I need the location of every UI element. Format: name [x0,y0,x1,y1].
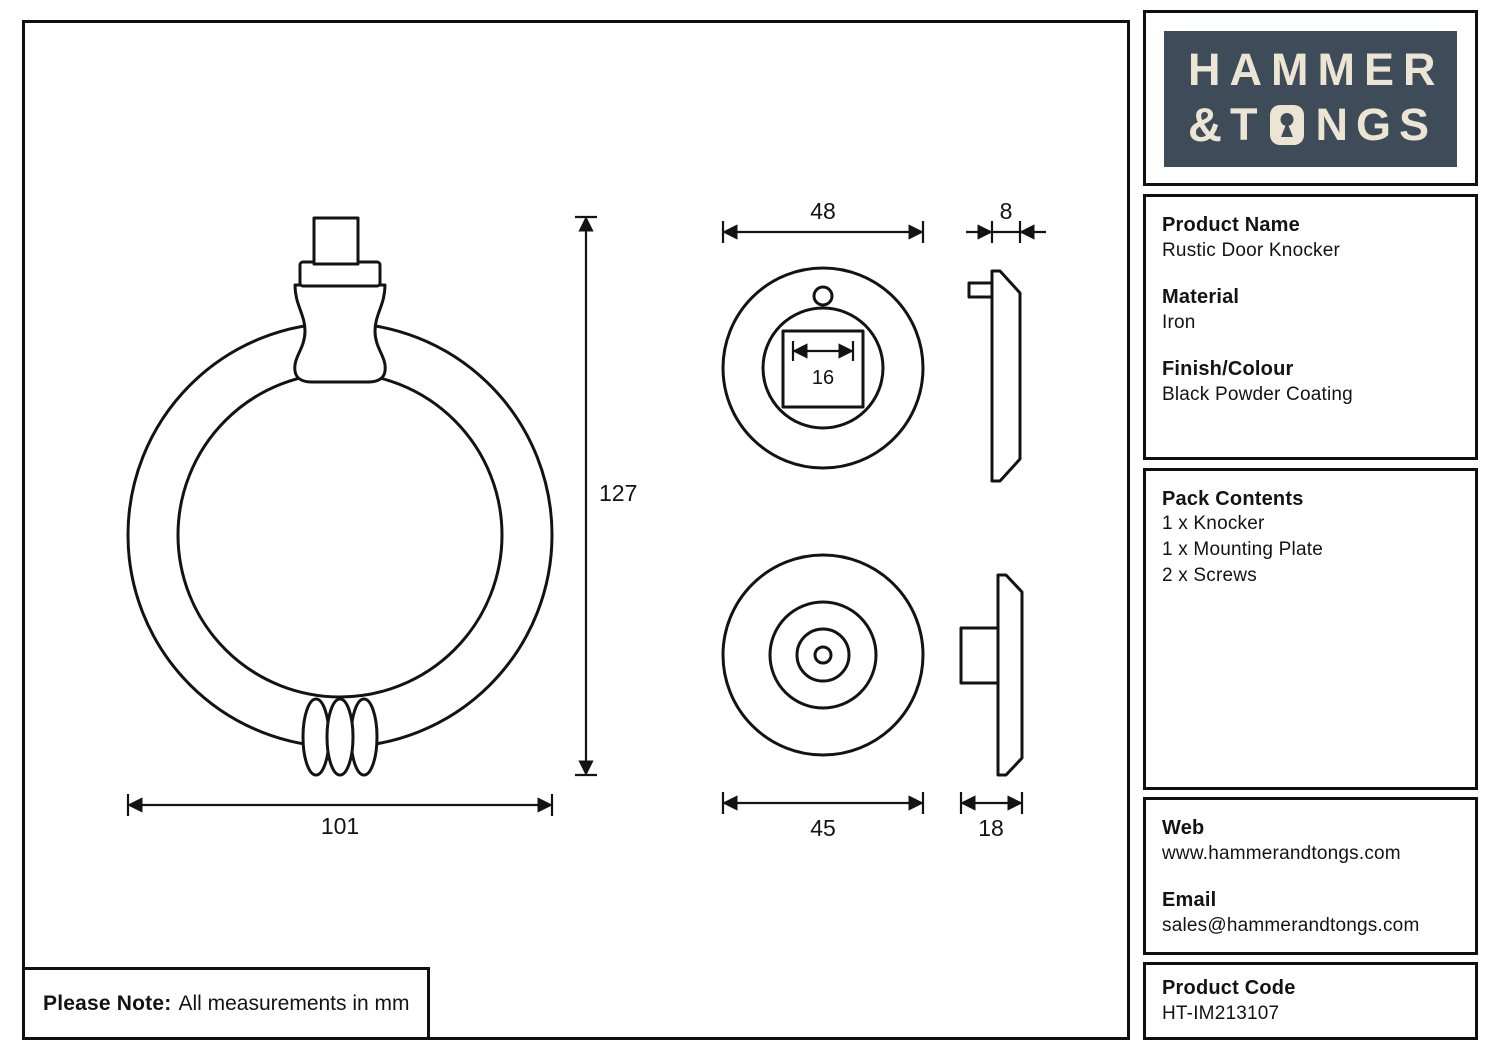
back-plate-front-view [721,553,925,757]
product-code-label: Product Code [1162,977,1296,999]
measurements-note: Please Note: All measurements in mm [22,967,430,1040]
dim-plate-diameter-label: 48 [810,198,836,224]
finish-value: Black Powder Coating [1162,384,1353,405]
logo-panel: HAMMER & T NGS [1143,10,1478,186]
knocker-width-dimension: 101 [126,794,554,839]
dim-knocker-height-label: 127 [599,480,637,506]
back-plate-diameter-dimension: 45 [721,792,925,841]
plate-diameter-dimension: 48 [721,198,925,243]
logo-letters-ngs: NGS [1315,98,1437,150]
back-plate-side-view [959,573,1024,777]
web-label: Web [1162,817,1205,839]
plate-depth-dimension: 8 [966,198,1046,243]
logo-ampersand: & [1188,98,1222,152]
material-value: Iron [1162,312,1196,333]
technical-drawing: 127 101 16 48 [126,198,1046,841]
dim-plate-depth-label: 8 [1000,198,1013,224]
finish-group: Finish/Colour Black Powder Coating [1162,358,1459,406]
pack-item: 1 x Knocker [1162,513,1265,534]
logo-word-hammer: HAMMER [1188,43,1445,95]
product-code-value: HT-IM213107 [1162,1003,1280,1024]
dim-back-plate-diameter-label: 45 [810,815,836,841]
note-label: Please Note: [43,991,172,1015]
email-value: sales@hammerandtongs.com [1162,915,1420,936]
knocker-front-view [126,216,554,777]
product-name-group: Product Name Rustic Door Knocker [1162,214,1459,262]
product-code-panel: Product Code HT-IM213107 [1143,962,1478,1040]
drawing-area [22,20,1130,1040]
knocker-height-dimension: 127 [575,215,637,777]
dim-knocker-width-label: 101 [321,813,359,839]
finish-label: Finish/Colour [1162,358,1294,380]
dim-back-plate-depth-label: 18 [978,815,1004,841]
email-group: Email sales@hammerandtongs.com [1162,889,1459,937]
material-label: Material [1162,286,1240,308]
back-plate-depth-dimension: 18 [959,792,1024,841]
web-group: Web www.hammerandtongs.com [1162,817,1459,865]
product-info-panel: Product Name Rustic Door Knocker Materia… [1143,194,1478,460]
material-group: Material Iron [1162,286,1459,334]
keyhole-icon [1269,104,1305,146]
pack-contents-title: Pack Contents [1162,488,1304,510]
logo-line-2: & T NGS [1188,97,1457,152]
product-name-label: Product Name [1162,214,1300,236]
mounting-plate-front-view: 16 [721,266,925,470]
web-value: www.hammerandtongs.com [1162,843,1401,864]
contact-panel: Web www.hammerandtongs.com Email sales@h… [1143,797,1478,955]
note-text: All measurements in mm [178,991,410,1015]
logo-letter-t: T [1229,98,1266,150]
dim-square-cutout-label: 16 [812,367,834,389]
product-name-value: Rustic Door Knocker [1162,240,1341,261]
email-label: Email [1162,889,1217,911]
pack-item: 1 x Mounting Plate [1162,539,1323,560]
pack-item: 2 x Screws [1162,565,1257,586]
mounting-plate-side-view [967,269,1022,483]
hammer-and-tongs-logo: HAMMER & T NGS [1164,31,1457,167]
pack-contents-panel: Pack Contents 1 x Knocker 1 x Mounting P… [1143,468,1478,790]
